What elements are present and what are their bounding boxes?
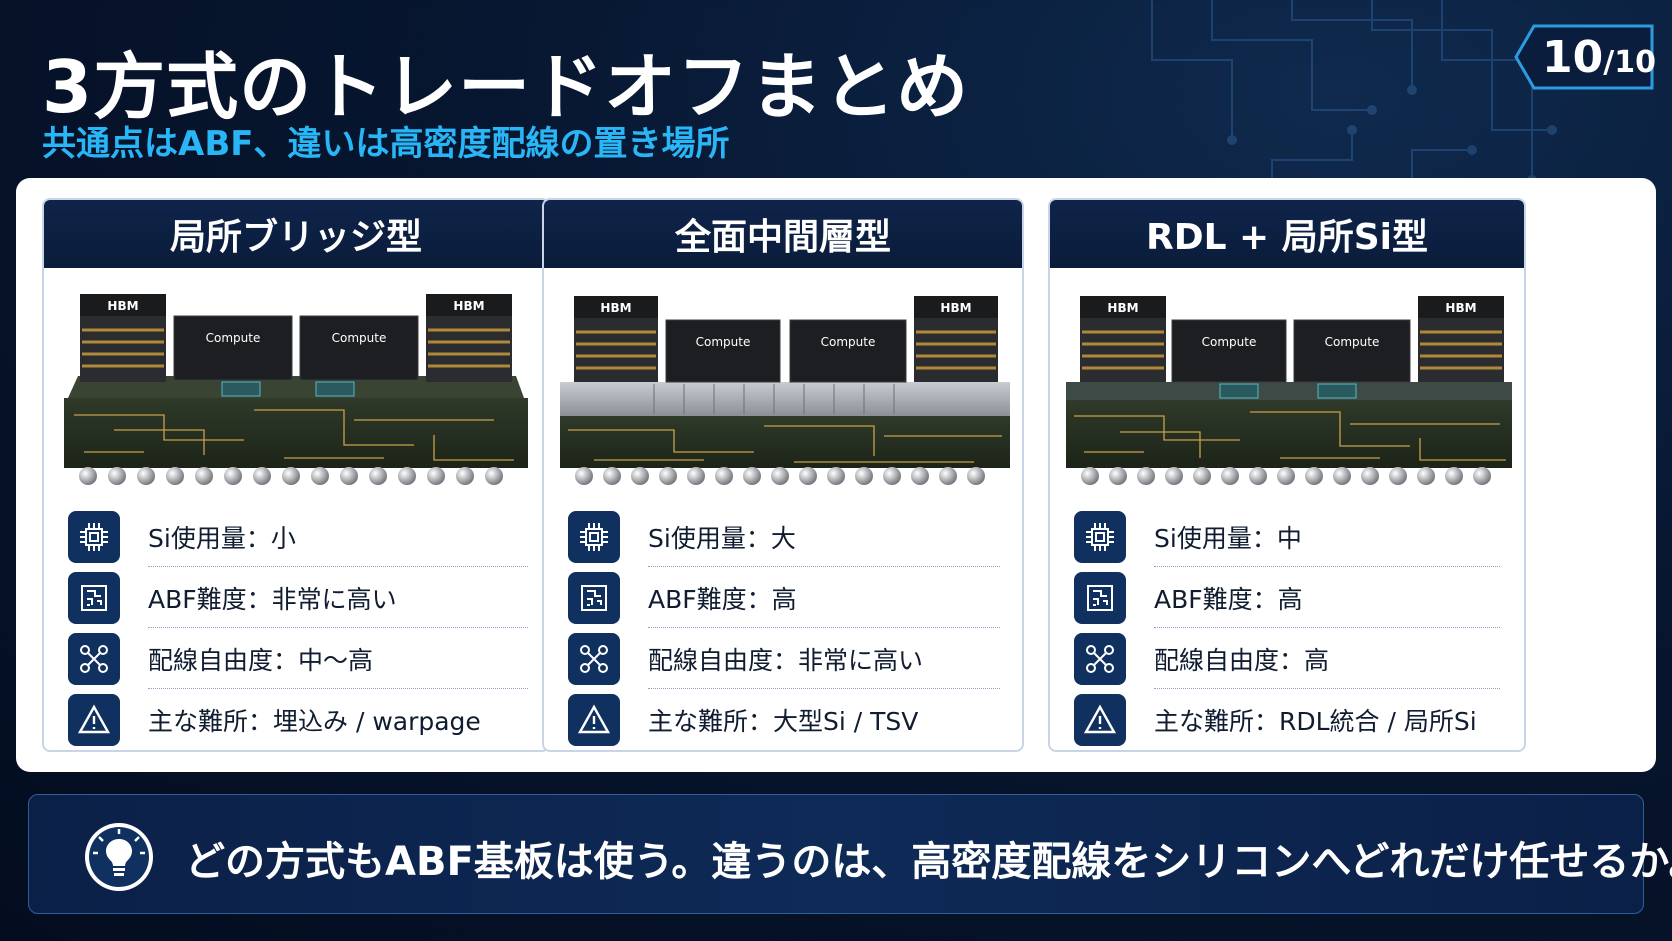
attr-routing-freedom: 配線自由度：高	[1074, 628, 1500, 689]
hbm-label: HBM	[1107, 301, 1138, 315]
attr-abf-difficulty: ABF難度：高	[1074, 567, 1500, 628]
warning-icon	[568, 693, 620, 746]
current-page-number: 10	[1542, 32, 1604, 83]
attr-si-usage: Si使用量：大	[568, 506, 1000, 567]
summary-message: どの方式もABF基板は使う。違うのは、高密度配線をシリコンへどれだけ任せるか。	[185, 839, 1672, 885]
compute-label: Compute	[1325, 335, 1380, 349]
warning-icon	[68, 693, 120, 746]
attr-abf-difficulty: ABF難度：非常に高い	[68, 567, 528, 628]
compute-label: Compute	[332, 331, 387, 345]
hbm-label: HBM	[107, 299, 138, 313]
attr-label: 配線自由度：非常に高い	[648, 645, 924, 675]
package-illustration-local-bridge: HBM HBM Compute Compute	[64, 294, 528, 485]
attr-label: Si使用量：大	[648, 523, 796, 553]
compute-label: Compute	[206, 331, 261, 345]
attr-label: Si使用量：小	[148, 523, 296, 553]
compute-label: Compute	[821, 335, 876, 349]
chip-icon	[68, 510, 120, 563]
attr-routing-freedom: 配線自由度：中〜高	[68, 628, 528, 689]
compute-label: Compute	[696, 335, 751, 349]
network-icon	[68, 632, 120, 685]
attr-label: ABF難度：高	[1154, 584, 1303, 614]
substrate-icon	[68, 571, 120, 624]
attr-routing-freedom: 配線自由度：非常に高い	[568, 628, 1000, 689]
hbm-label: HBM	[453, 299, 484, 313]
network-icon	[568, 632, 620, 685]
attr-main-challenge: 主な難所：RDL統合 / 局所Si	[1074, 689, 1500, 750]
lightbulb-icon	[85, 823, 153, 891]
chip-icon	[568, 510, 620, 563]
total-pages: /10	[1603, 45, 1656, 80]
attr-main-challenge: 主な難所：埋込み / warpage	[68, 689, 528, 750]
substrate-icon	[1074, 571, 1126, 624]
attr-label: ABF難度：高	[648, 584, 797, 614]
attr-label: 配線自由度：中〜高	[148, 645, 374, 675]
attr-si-usage: Si使用量：中	[1074, 506, 1500, 567]
attribute-list: Si使用量：小 ABF難度：非常に高い 配線自由度：中〜高 主な難所：埋込み /…	[68, 506, 528, 750]
attr-abf-difficulty: ABF難度：高	[568, 567, 1000, 628]
hbm-label: HBM	[600, 301, 631, 315]
page-title: 3方式のトレードオフまとめ	[42, 45, 970, 129]
attr-main-challenge: 主な難所：大型Si / TSV	[568, 689, 1000, 750]
page-subtitle: 共通点はABF、違いは高密度配線の置き場所	[42, 124, 730, 164]
hbm-label: HBM	[940, 301, 971, 315]
warning-icon	[1074, 693, 1126, 746]
comparison-panel: 局所ブリッジ型 HBM	[16, 178, 1656, 772]
attr-label: 主な難所：埋込み / warpage	[148, 706, 481, 736]
card-local-bridge: 局所ブリッジ型 HBM	[42, 198, 550, 752]
summary-banner: どの方式もABF基板は使う。違うのは、高密度配線をシリコンへどれだけ任せるか。	[28, 794, 1672, 914]
network-icon	[1074, 632, 1126, 685]
compute-label: Compute	[1202, 335, 1257, 349]
card-title: 全面中間層型	[544, 200, 1022, 268]
substrate-icon	[568, 571, 620, 624]
attr-label: Si使用量：中	[1154, 523, 1302, 553]
card-title: RDL + 局所Si型	[1050, 200, 1524, 268]
card-rdl-local-si: RDL + 局所Si型	[1048, 198, 1526, 752]
page-number-badge: 10/10	[1514, 24, 1656, 90]
attr-label: 主な難所：大型Si / TSV	[648, 706, 919, 736]
card-title: 局所ブリッジ型	[44, 200, 548, 268]
attribute-list: Si使用量：中 ABF難度：高 配線自由度：高 主な難所：RDL統合 / 局所S…	[1074, 506, 1500, 750]
attr-label: 配線自由度：高	[1154, 645, 1330, 675]
package-illustration-full-interposer: HBM HBM Compute Compute	[560, 296, 1010, 485]
card-full-interposer: 全面中間層型 HBM	[542, 198, 1024, 752]
package-illustration-rdl-local-si: HBM HBM Compute Compute	[1066, 296, 1512, 485]
hbm-label: HBM	[1445, 301, 1476, 315]
chip-icon	[1074, 510, 1126, 563]
attr-label: ABF難度：非常に高い	[148, 584, 397, 614]
attribute-list: Si使用量：大 ABF難度：高 配線自由度：非常に高い 主な難所：大型Si / …	[568, 506, 1000, 750]
attr-si-usage: Si使用量：小	[68, 506, 528, 567]
attr-label: 主な難所：RDL統合 / 局所Si	[1154, 706, 1477, 736]
